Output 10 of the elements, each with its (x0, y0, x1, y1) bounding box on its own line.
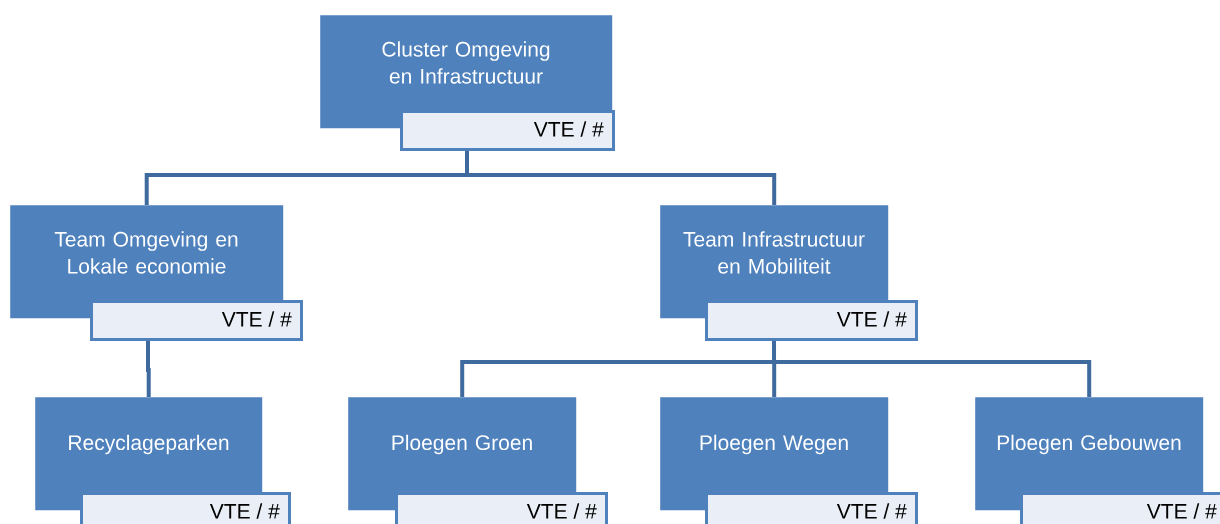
connector-line (465, 151, 777, 205)
org-box: Team Infrastructuur en Mobiliteit VTE / # (660, 205, 918, 341)
connector-line (146, 341, 151, 397)
org-box: Cluster Omgeving en Infrastructuur VTE / # (320, 15, 615, 151)
org-box: Ploegen Wegen VTE / # (660, 397, 918, 524)
org-box: Ploegen Groen VTE / # (348, 397, 608, 524)
connector-line (772, 341, 1092, 397)
org-box: Recyclageparken VTE / # (35, 397, 291, 524)
org-box: Ploegen Gebouwen VTE / # (975, 397, 1220, 524)
org-box: Team Omgeving en Lokale economie VTE / # (10, 205, 303, 341)
